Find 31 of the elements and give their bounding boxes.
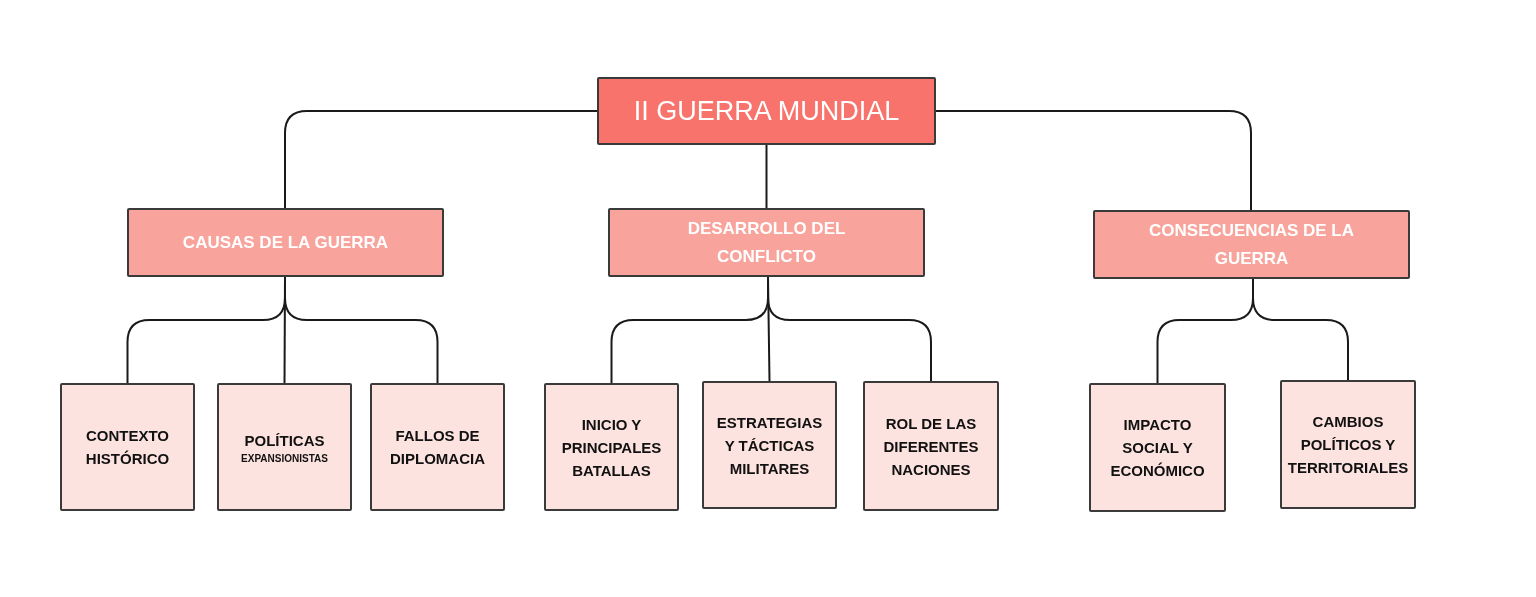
connector-line: [765, 144, 768, 209]
subtitle-text: EXPANSIONISTAS: [241, 451, 328, 466]
node-label: CAUSAS DE LA GUERRA: [182, 231, 389, 254]
node-label: ROL DE LAS DIFERENTES NACIONES: [882, 413, 980, 480]
category-box: [1093, 210, 1410, 279]
topic-box: [1280, 380, 1416, 509]
node-label: DESARROLLO DEL CONFLICTO: [686, 217, 847, 268]
node-label: CAMBIOS POLÍTICOS Y TERRITORIALES: [1287, 412, 1409, 478]
connector-line: [284, 110, 598, 209]
topic-box: [544, 383, 679, 511]
category-box: [127, 208, 444, 277]
title-box: [597, 77, 936, 145]
node-label: INICIO Y PRINCIPALES BATALLAS: [560, 414, 663, 481]
topic-box: [702, 381, 837, 509]
connector-line: [1252, 278, 1349, 381]
node-label: II GUERRA MUNDIAL: [633, 95, 900, 127]
topic-box: [60, 383, 195, 511]
topic-box: [217, 383, 352, 511]
node-label: ESTRATEGIAS Y TÁCTICAS MILITARES: [715, 412, 824, 479]
topic-box: [1089, 383, 1226, 512]
node-label: CONTEXTO HISTÓRICO: [84, 426, 171, 469]
node-label: CONSECUENCIAS DE LA GUERRA: [1148, 219, 1355, 270]
connector-line: [767, 276, 932, 382]
node-label: POLÍTICAS: [244, 430, 325, 451]
category-box: [608, 208, 925, 277]
connector-line: [935, 110, 1252, 211]
node-label: IMPACTO SOCIAL Y ECONÓMICO: [1109, 415, 1206, 481]
connector-line: [284, 276, 439, 384]
topic-box: [863, 381, 999, 511]
topic-box: [370, 383, 505, 511]
node-label: FALLOS DE DIPLOMACIA: [389, 426, 486, 469]
